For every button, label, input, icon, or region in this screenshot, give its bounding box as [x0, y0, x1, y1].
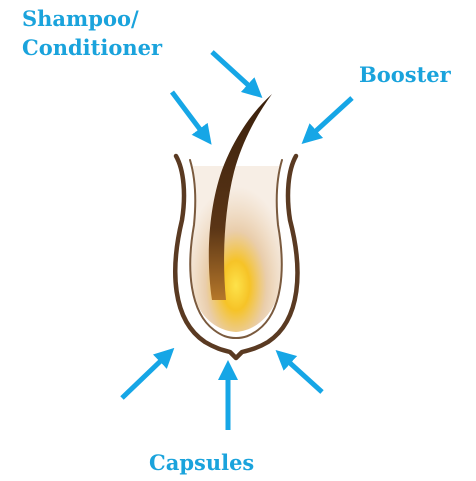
shampoo-conditioner-label: Shampoo/ Conditioner [22, 4, 162, 62]
shampoo-arrow-1 [212, 52, 258, 94]
booster-label: Booster [359, 60, 451, 89]
capsule-arrow-left [122, 352, 170, 398]
capsules-label: Capsules [149, 448, 254, 477]
booster-arrows [306, 98, 352, 140]
shampoo-arrow-2 [172, 92, 208, 140]
shampoo-label-line-1: Shampoo/ [22, 4, 162, 33]
follicle-bulb-glow [190, 166, 282, 332]
capsule-arrows [122, 352, 322, 430]
capsule-arrow-right [280, 354, 322, 392]
booster-arrow [306, 98, 352, 140]
shampoo-label-line-2: Conditioner [22, 33, 162, 62]
